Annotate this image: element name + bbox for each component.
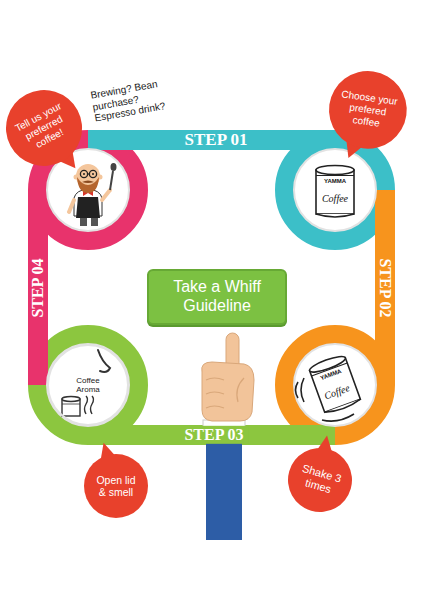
node-text: Open lid & smell: [95, 474, 137, 499]
ring-band: [88, 425, 335, 445]
ring-band: [28, 190, 48, 385]
can-label: Coffee: [323, 382, 351, 402]
can-label: Coffee: [322, 193, 348, 205]
can-brand: YAMMA: [320, 368, 343, 382]
question-note: Brewing? Bean purchase? Espresso drink?: [90, 76, 175, 124]
step-ring: [38, 140, 385, 435]
bubble-body: [84, 454, 148, 518]
ring-corner: [38, 335, 138, 435]
speech-bubble: Shake 3 times: [280, 440, 359, 519]
circle-outline: [48, 345, 128, 425]
speech-bubble: Choose your prefered coffee: [324, 66, 412, 154]
ring-band: [88, 130, 335, 150]
step-label: STEP 04: [29, 258, 47, 317]
bubble-body: [280, 440, 359, 519]
ring-band: [375, 190, 395, 385]
ring-corner: [285, 140, 385, 240]
step-circle: [294, 149, 376, 231]
coffee-can: [316, 166, 354, 218]
step-label: STEP 01: [185, 130, 248, 150]
step-circle: Coffee Aroma: [47, 344, 129, 426]
step-label: STEP 03: [179, 426, 248, 444]
can-brand: YAMMA: [324, 178, 346, 185]
title-box: Take a Whiff Guideline: [147, 269, 287, 325]
node-text: Coffee Aroma: [69, 376, 107, 395]
ring-corner: [285, 335, 385, 435]
step-circle: [47, 344, 129, 426]
aroma-illustration: [62, 350, 110, 416]
bubble-body: [324, 66, 412, 154]
node-text: Take a Whiff Guideline: [167, 278, 267, 316]
speech-bubble: Open lid & smell: [84, 454, 148, 518]
step-circle: [294, 344, 376, 426]
bubble-body: [0, 77, 95, 180]
step-label: STEP 02: [376, 258, 394, 317]
shaking-can: [296, 354, 362, 422]
speech-bubble: Tell us your preferred coffee!: [0, 77, 95, 180]
barista-figure: [69, 163, 117, 226]
